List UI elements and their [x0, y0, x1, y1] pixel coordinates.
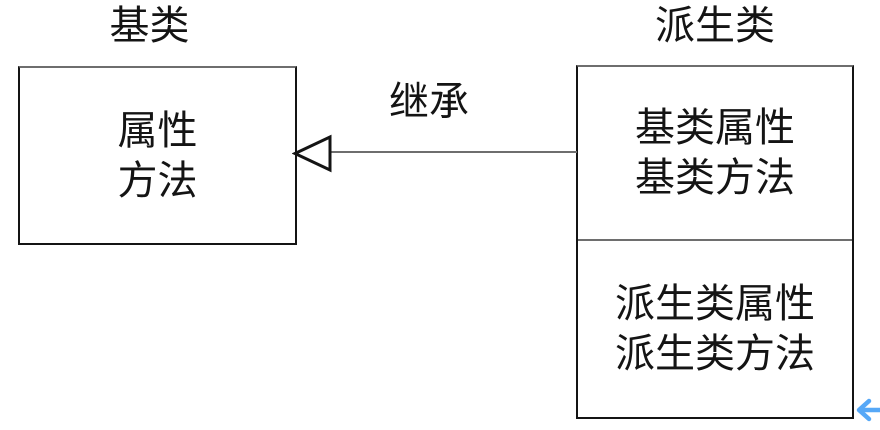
- inheritance-line: [330, 151, 577, 153]
- base-class-members: 属性 方法: [20, 68, 295, 243]
- derived-class-own-members: 派生类属性 派生类方法: [578, 241, 852, 417]
- base-class-method-label: 方法: [117, 157, 198, 203]
- inheritance-arrowhead-icon: [292, 134, 332, 173]
- own-method-label: 派生类方法: [615, 331, 815, 376]
- base-class-box: 属性 方法: [18, 66, 297, 245]
- base-class-attribute-label: 属性: [117, 107, 198, 153]
- inheritance-label: 继承: [389, 79, 469, 124]
- derived-class-box: 基类属性 基类方法 派生类属性 派生类方法: [576, 65, 854, 419]
- base-class-title: 基类: [109, 3, 190, 48]
- derived-class-inherited-compartment: 基类属性 基类方法: [578, 67, 852, 239]
- inherited-method-label: 基类方法: [635, 155, 795, 200]
- derived-class-inherited-members: 基类属性 基类方法: [578, 67, 852, 239]
- inherited-attribute-label: 基类属性: [635, 105, 795, 150]
- blue-left-arrow-icon: [856, 398, 880, 422]
- derived-class-title: 派生类: [655, 3, 775, 48]
- derived-class-own-compartment: 派生类属性 派生类方法: [578, 239, 852, 417]
- own-attribute-label: 派生类属性: [615, 281, 815, 326]
